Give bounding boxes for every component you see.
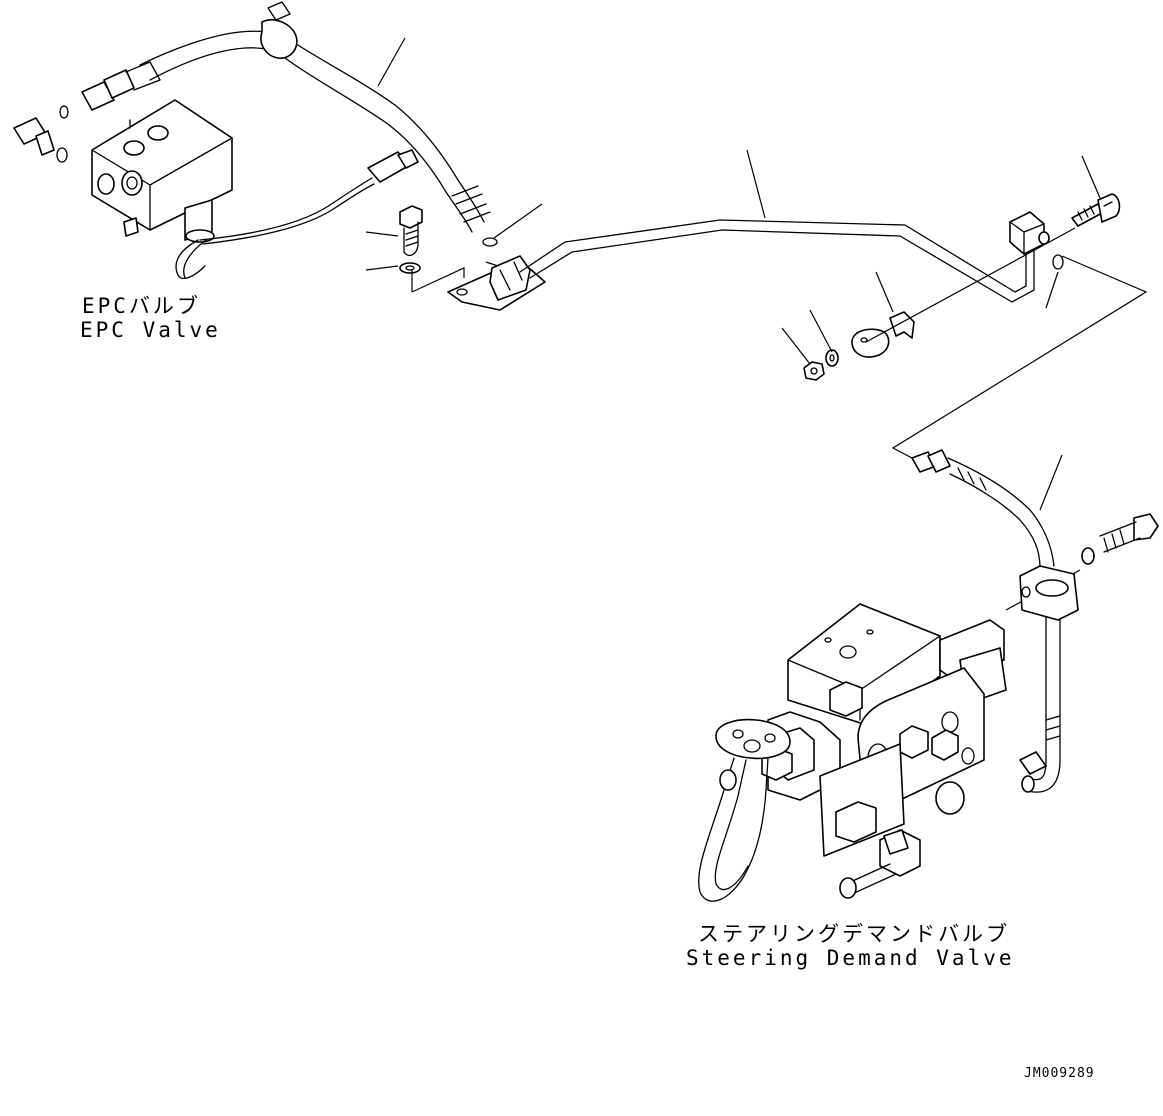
drawing-code: JM009289 <box>1024 1066 1095 1081</box>
steering-valve-label-en: Steering Demand Valve <box>686 946 1015 970</box>
hose-lower <box>911 449 1061 793</box>
epc-valve <box>13 61 419 280</box>
nipple-fitting <box>1052 193 1121 270</box>
hose-clamp <box>1019 565 1079 621</box>
epc-valve-label-jp: EPCバルブ <box>82 294 201 318</box>
mating-lines <box>891 255 1148 611</box>
steering-valve-label-jp: ステアリングデマンドバルブ <box>698 922 1010 946</box>
leader-lines <box>365 37 1101 511</box>
bolt-washer <box>399 205 423 274</box>
hose-upper <box>139 1 498 247</box>
steering-demand-valve <box>698 603 1047 902</box>
epc-lead-anchor <box>485 261 499 267</box>
steel-tube <box>519 211 1050 303</box>
clamp-plate <box>447 255 546 311</box>
clip-hardware <box>803 227 1076 381</box>
bolt-lower <box>1081 513 1159 565</box>
epc-valve-label-en: EPC Valve <box>80 318 221 342</box>
